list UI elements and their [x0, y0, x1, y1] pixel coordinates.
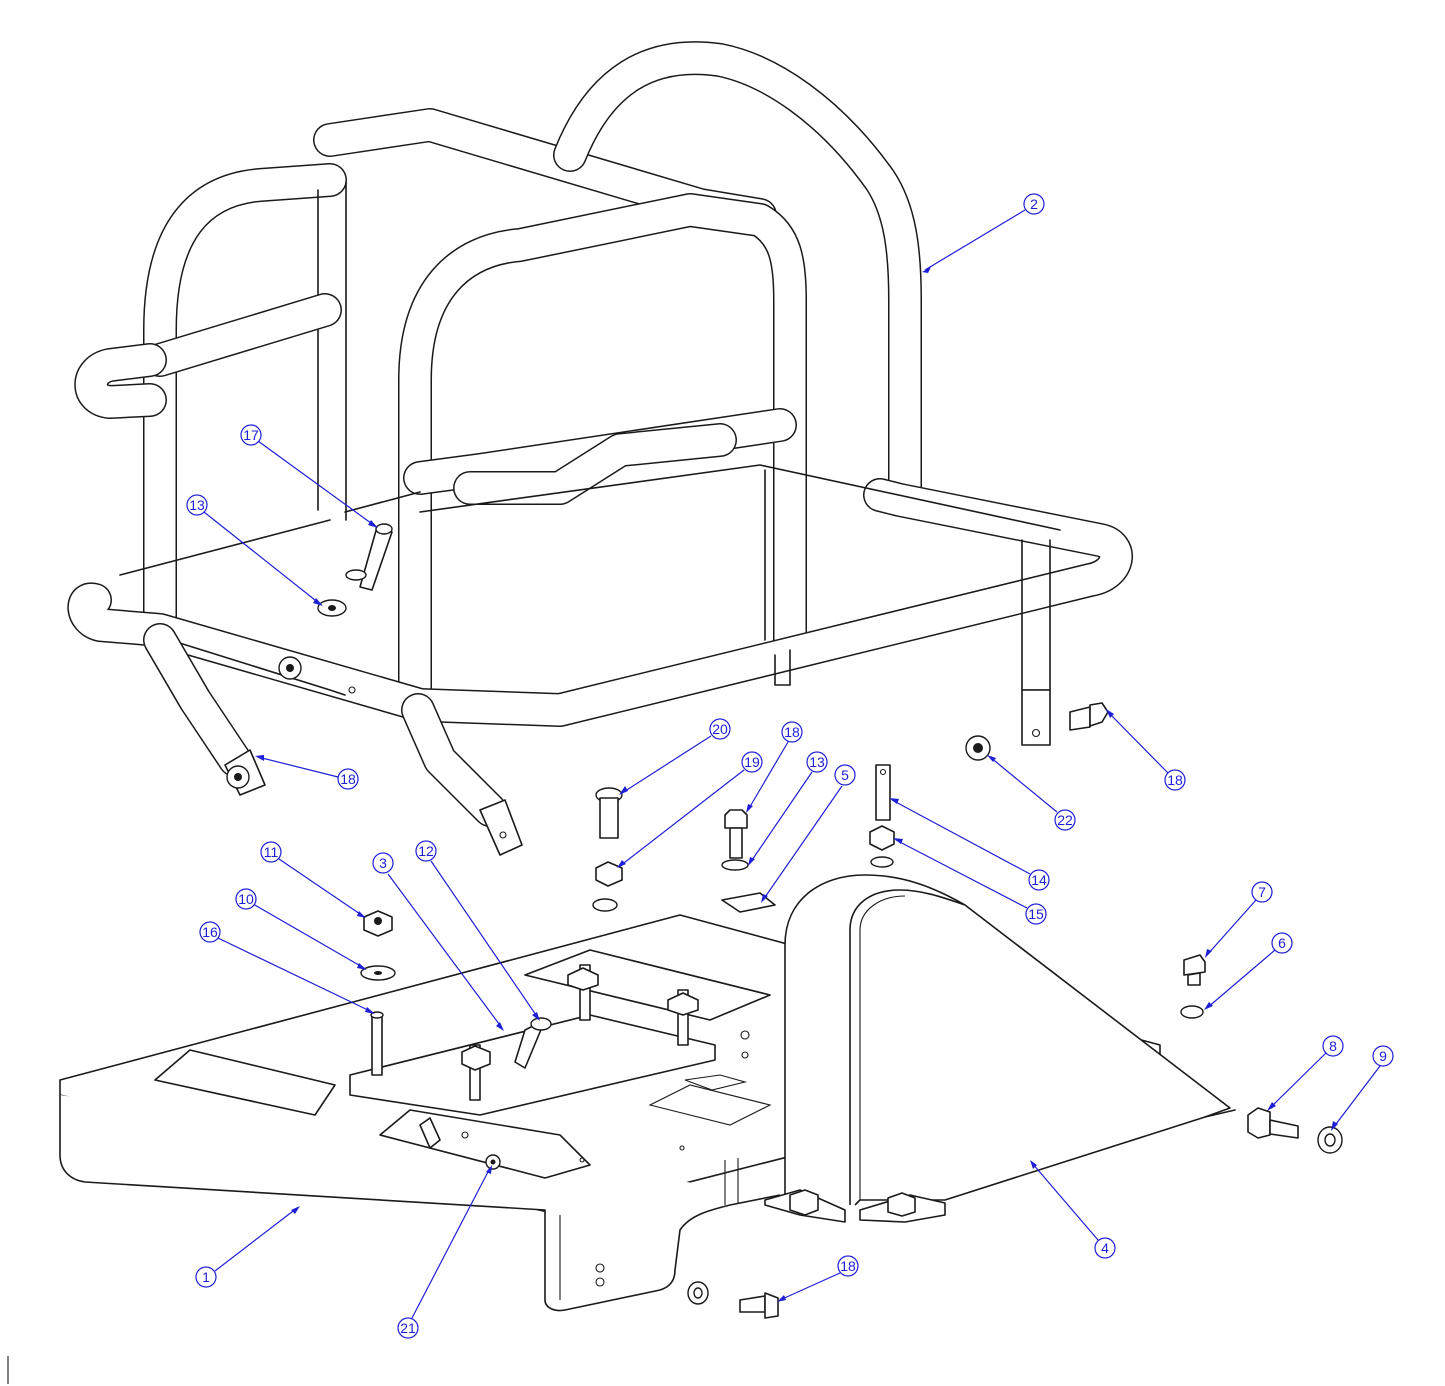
callout-13b-circle: [806, 751, 828, 773]
callout-15-circle: [1025, 903, 1047, 925]
callout-16-label: 16: [202, 924, 218, 940]
fender-guard: [764, 874, 1236, 1223]
callout-layer: 1 2 3 4 5 6 7 8: [186, 193, 1394, 1339]
callout-3-circle: [372, 852, 394, 874]
callout-19-label: 19: [744, 754, 760, 770]
callout-8-circle: [1322, 1035, 1344, 1057]
hardware-18-bolt-right: [1069, 702, 1109, 731]
callout-8-label: 8: [1329, 1038, 1337, 1054]
callout-19-circle: [741, 751, 763, 773]
callout-10-label: 10: [238, 891, 254, 907]
callout-12-label: 12: [418, 843, 434, 859]
callout-16-circle: [199, 921, 221, 943]
hardware-13-washer-upper: [317, 599, 347, 617]
callout-4-label: 4: [1101, 1240, 1109, 1256]
hardware-20-pin: [595, 787, 623, 839]
callout-10-circle: [235, 888, 257, 910]
callout-5-circle: [834, 764, 856, 786]
callout-3-label: 3: [379, 855, 387, 871]
callout-18b-label: 18: [1167, 772, 1183, 788]
callout-11-circle: [260, 841, 282, 863]
hardware-22-nut: [965, 735, 991, 761]
callout-15-label: 15: [1028, 906, 1044, 922]
callout-18c-circle: [781, 721, 803, 743]
hardware-7-bolt: [1183, 954, 1206, 986]
callout-2-label: 2: [1030, 196, 1038, 212]
callout-11-label: 11: [264, 844, 279, 860]
hardware-13-washer-center: [721, 859, 749, 871]
callout-9-circle: [1372, 1045, 1394, 1067]
hardware-17-bolt: [345, 523, 393, 591]
hardware-9-washer: [1317, 1126, 1343, 1154]
hardware-18-bolt-left: [224, 749, 266, 796]
callout-18d-circle: [837, 1255, 859, 1277]
callout-14-circle: [1028, 869, 1050, 891]
callout-18a-circle: [337, 768, 359, 790]
callout-6-circle: [1271, 932, 1293, 954]
callout-18b-circle: [1164, 769, 1186, 791]
callout-20-label: 20: [712, 721, 728, 737]
hardware-8-bolt: [1247, 1107, 1299, 1139]
hardware-14-pin: [875, 764, 891, 821]
callout-22-circle: [1054, 809, 1076, 831]
hardware-18-bolt-center: [724, 809, 748, 859]
callout-17-label: 17: [243, 427, 259, 443]
callout-18a-label: 18: [340, 771, 356, 787]
callout-6-label: 6: [1278, 935, 1286, 951]
callout-21-circle: [397, 1317, 419, 1339]
callout-17-circle: [240, 424, 262, 446]
callout-13a-label: 13: [189, 497, 205, 513]
callout-22-label: 22: [1057, 812, 1073, 828]
callout-7-label: 7: [1258, 884, 1266, 900]
callout-20-circle: [709, 718, 731, 740]
hardware-19-nut: [592, 861, 623, 912]
callout-7-circle: [1251, 881, 1273, 903]
callout-12-circle: [415, 840, 437, 862]
callout-18c-label: 18: [784, 724, 800, 740]
hardware-18-bolt-bottom: [687, 1281, 779, 1319]
hardware-15-nut: [869, 825, 895, 868]
callout-1-label: 1: [202, 1269, 210, 1285]
callout-13a-circle: [186, 494, 208, 516]
callout-13b-label: 13: [809, 754, 825, 770]
roll-cage-frame: [67, 41, 1133, 856]
callout-9-label: 9: [1379, 1048, 1387, 1064]
hardware-5-clip: [721, 892, 776, 913]
hardware-6-washer: [1180, 1005, 1204, 1019]
hardware-11-nut: [363, 910, 393, 937]
callout-4-circle: [1094, 1237, 1116, 1259]
callout-14-label: 14: [1031, 872, 1047, 888]
callout-5-label: 5: [841, 767, 849, 783]
callout-1-circle: [195, 1266, 217, 1288]
callout-18d-label: 18: [840, 1258, 856, 1274]
callout-2-circle: [1023, 193, 1045, 215]
hardware-10-washer: [360, 965, 396, 981]
callout-21-label: 21: [400, 1320, 416, 1336]
